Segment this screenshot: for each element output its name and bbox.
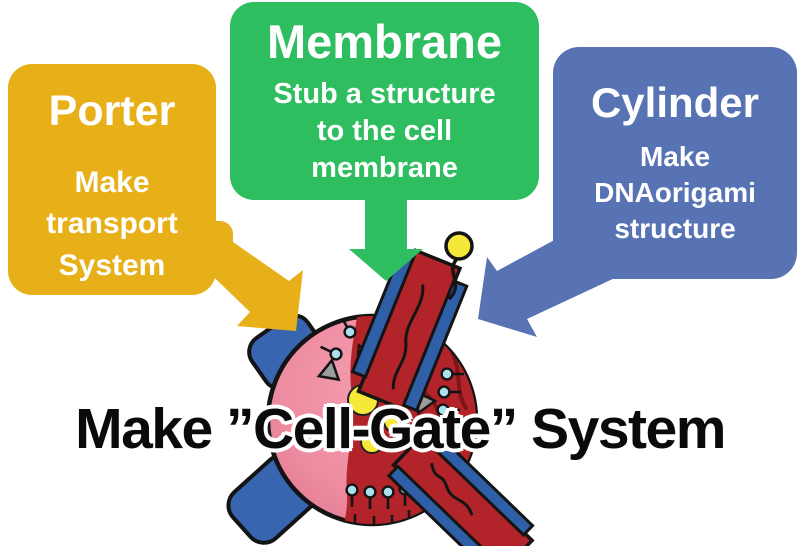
- bubble-porter-body: Make transport System: [46, 166, 178, 282]
- bubble-membrane-body: Stub a structure to the cell membrane: [273, 78, 496, 185]
- bubble-porter: Porter Make transport System: [8, 64, 216, 295]
- porter-arrow-icon: [194, 226, 303, 331]
- bubble-membrane-title: Membrane: [266, 15, 503, 68]
- dna-cylinder-bottom: [386, 427, 535, 546]
- dna-cylinder-top: [350, 247, 469, 413]
- bubble-porter-title: Porter: [48, 87, 176, 135]
- membrane-arrow-icon: [349, 196, 423, 281]
- cargo-vesicle: [444, 231, 474, 300]
- bubble-cylinder-title: Cylinder: [590, 79, 760, 126]
- bubble-membrane: Membrane Stub a structure to the cell me…: [230, 2, 539, 200]
- bubble-cylinder: Cylinder Make DNAorigami structure: [553, 47, 797, 279]
- bubble-cylinder-body: Make DNAorigami structure: [594, 141, 756, 244]
- caption-title: Make ”Cell-Gate” System: [75, 397, 726, 461]
